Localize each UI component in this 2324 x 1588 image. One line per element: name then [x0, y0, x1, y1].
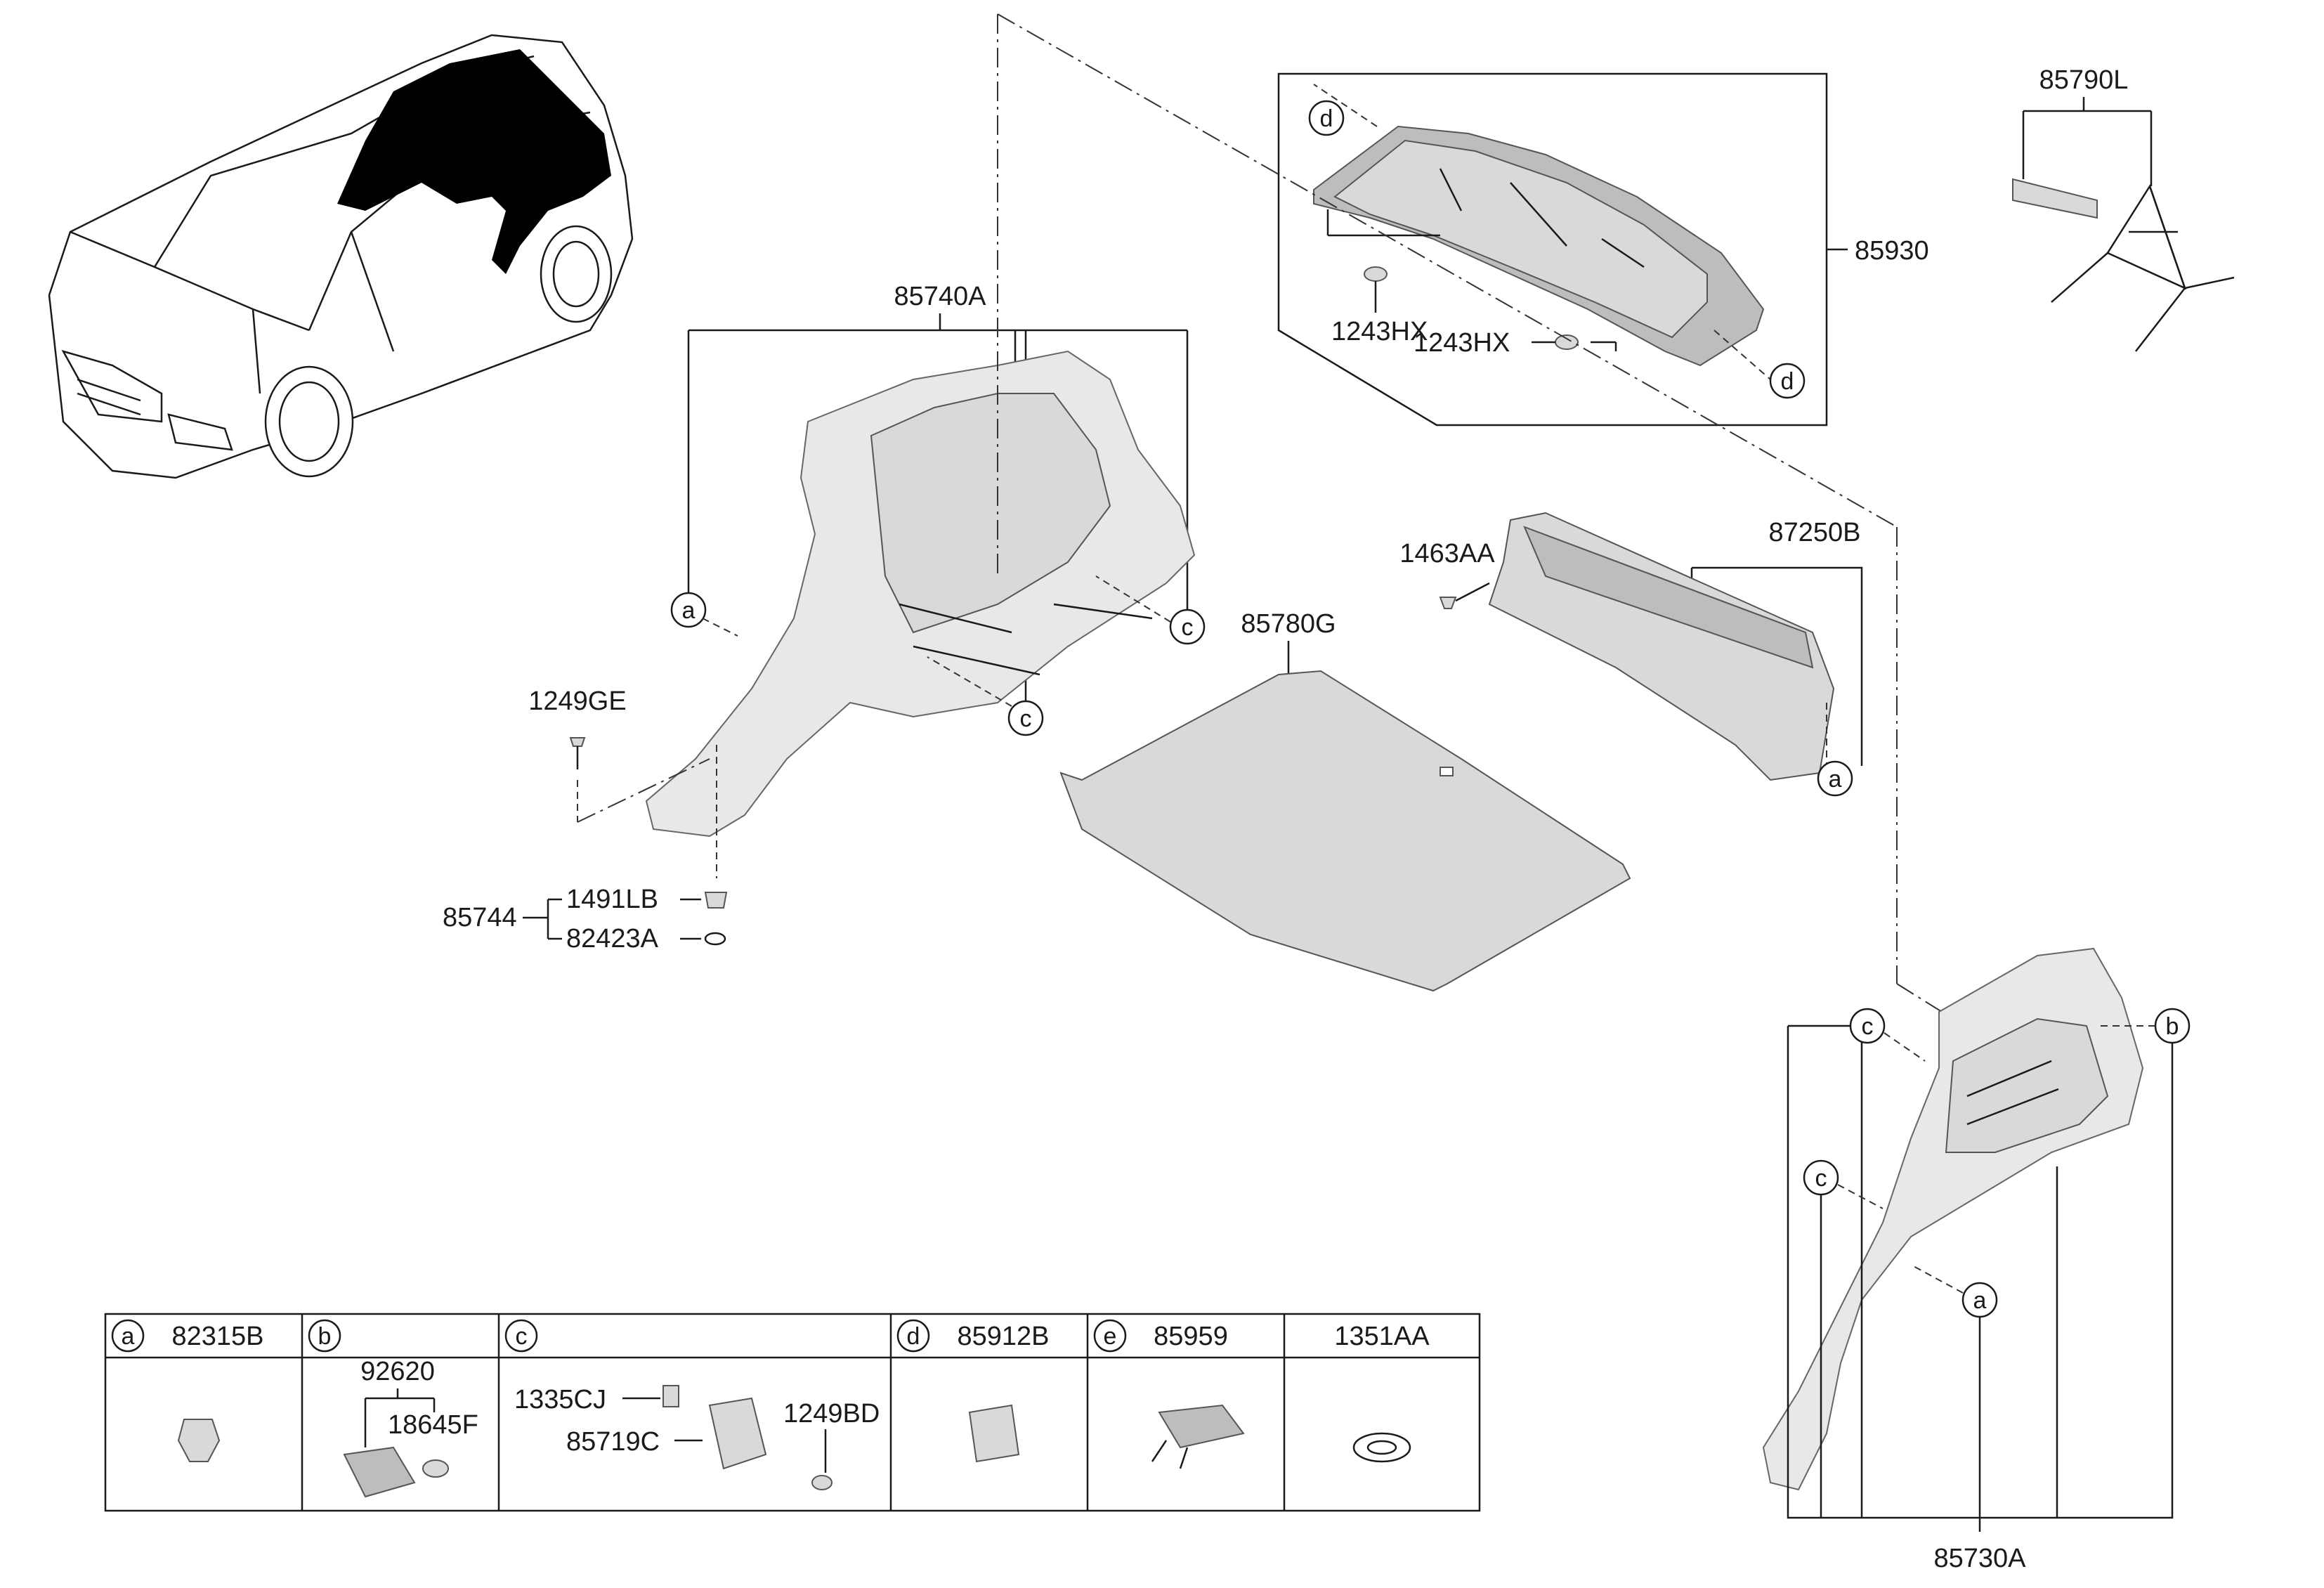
callout-d-bottom — [1769, 363, 1806, 399]
callout-c-right-2 — [1803, 1159, 1839, 1196]
label-85730A: 85730A — [1933, 1544, 2026, 1573]
legend-circle-d — [896, 1319, 930, 1353]
label-85780G: 85780G — [1241, 609, 1336, 639]
callout-c-left-2-letter: c — [1020, 705, 1032, 732]
legend-circle-c — [504, 1319, 538, 1353]
car-overview-illustration — [48, 34, 634, 479]
cargo-cover-frame — [1277, 72, 1828, 427]
legend-part-a: 82315B — [171, 1322, 263, 1351]
callout-a-right — [1961, 1282, 1998, 1318]
tail-trim-group: 1463AA 87250B a — [1399, 512, 1863, 797]
callout-c-left-2 — [1007, 700, 1044, 736]
label-1243HX-2: 1243HX — [1414, 328, 1510, 358]
callout-a-left — [670, 592, 707, 628]
legend-table: a 82315B b 92620 18645F c 1335CJ 85719C … — [104, 1313, 1481, 1512]
callout-c-right-2-letter: c — [1815, 1165, 1827, 1192]
warning-triangle-group: 85790L — [2012, 65, 2235, 352]
label-85744: 85744 — [443, 903, 517, 932]
legend-letter-a: a — [122, 1323, 135, 1350]
legend-c-part-85719C: 85719C — [566, 1427, 660, 1457]
legend-letter-b: b — [318, 1323, 332, 1350]
label-1249GE: 1249GE — [528, 686, 626, 716]
callout-b-right-letter: b — [2166, 1013, 2179, 1040]
legend-circle-a — [111, 1319, 145, 1353]
callout-a-tail — [1817, 760, 1853, 797]
label-1491LB: 1491LB — [566, 885, 658, 914]
legend-b-part-92620: 92620 — [360, 1357, 435, 1386]
label-1243HX-1: 1243HX — [1331, 317, 1428, 346]
label-85790L: 85790L — [2039, 65, 2129, 95]
left-side-trim-group: 85740A a c c 1249GE 85744 1491LB 82423A — [443, 282, 1206, 954]
label-87250B: 87250B — [1768, 518, 1860, 547]
legend-letter-c: c — [516, 1323, 528, 1350]
label-1463AA: 1463AA — [1399, 539, 1495, 568]
label-85930: 85930 — [1855, 236, 1929, 266]
legend-circle-b — [308, 1319, 341, 1353]
callout-c-right-1-letter: c — [1862, 1013, 1874, 1040]
callout-a-right-letter: a — [1973, 1287, 1987, 1314]
legend-c-part-1249BD: 1249BD — [783, 1399, 880, 1428]
legend-part-1351AA: 1351AA — [1334, 1322, 1430, 1351]
callout-a-left-letter: a — [682, 597, 696, 624]
callout-c-left-1 — [1169, 608, 1206, 645]
legend-c-part-1335CJ: 1335CJ — [514, 1385, 606, 1414]
legend-part-e: 85959 — [1154, 1322, 1228, 1351]
callout-c-left-1-letter: c — [1182, 614, 1194, 641]
callout-a-tail-letter: a — [1829, 766, 1842, 793]
callout-d-bottom-letter: d — [1781, 368, 1794, 395]
cargo-cover-group: d d 85930 1243HX 1243HX — [1277, 72, 1929, 427]
luggage-mat-group: 85780G — [1059, 609, 1631, 992]
callout-d-top-letter: d — [1320, 105, 1333, 132]
legend-letter-d: d — [907, 1323, 920, 1350]
label-82423A: 82423A — [566, 924, 659, 954]
legend-circle-e — [1093, 1319, 1127, 1353]
right-side-trim-group: c b c a 85730A — [997, 13, 2191, 1573]
callout-c-right-1 — [1849, 1008, 1886, 1044]
luggage-mat-panel — [1059, 670, 1631, 992]
legend-letter-e: e — [1104, 1323, 1117, 1350]
legend-b-part-18645F: 18645F — [388, 1410, 478, 1440]
legend-part-d: 85912B — [957, 1322, 1049, 1351]
callout-d-top — [1308, 100, 1345, 136]
label-85740A: 85740A — [894, 282, 986, 311]
